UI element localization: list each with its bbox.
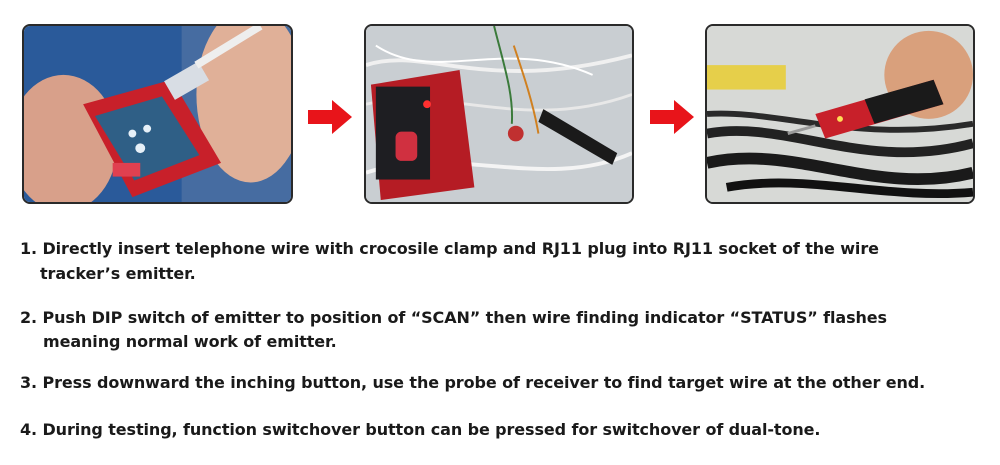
step-2-line-2: meaning normal work of emitter.: [43, 332, 337, 351]
step-2-line-1: 2. Push DIP switch of emitter to positio…: [20, 308, 887, 327]
step-4: 4. During testing, function switchover b…: [20, 420, 821, 439]
right-arrow-icon: [650, 100, 694, 134]
photo-receiver-probe: [705, 24, 975, 204]
step-1-line-1: 1. Directly insert telephone wire with c…: [20, 239, 879, 258]
step-1-line-2: tracker’s emitter.: [40, 264, 196, 283]
step-3: 3. Press downward the inching button, us…: [20, 373, 926, 392]
photo-emitter-clamp: [364, 24, 634, 204]
photo-insert-plug: [22, 24, 293, 204]
right-arrow-icon: [308, 100, 352, 134]
